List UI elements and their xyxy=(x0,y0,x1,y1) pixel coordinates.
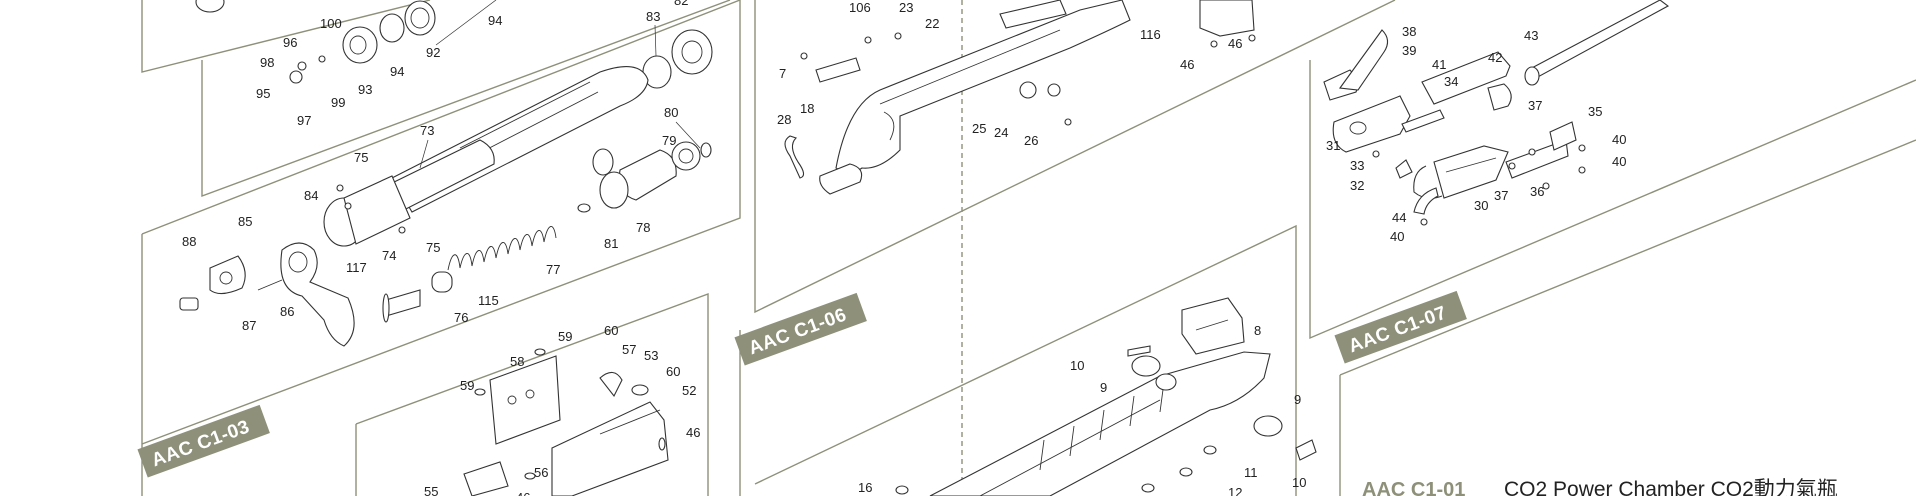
part-number-label: 75 xyxy=(426,240,440,255)
part-number-label: 76 xyxy=(454,310,468,325)
part-number-label: 37 xyxy=(1528,98,1542,113)
panel-borders xyxy=(141,0,1916,496)
part-number-label: 39 xyxy=(1402,43,1416,58)
part-number-label: 86 xyxy=(280,304,294,319)
part-number-label: 16 xyxy=(858,480,872,495)
part-number-label: 40 xyxy=(1390,229,1404,244)
part-number-label: 93 xyxy=(358,82,372,97)
part-number-label: 37 xyxy=(1494,188,1508,203)
footer-code: AAC C1-01 xyxy=(1362,479,1465,496)
part-number-label: 34 xyxy=(1444,74,1458,89)
part-number-label: 53 xyxy=(644,348,658,363)
parts-group-receiver: 106 23 22 7 28 18 25 24 26 116 46 46 xyxy=(777,0,1256,195)
part-number-label: 58 xyxy=(510,354,524,369)
part-number-label: 7 xyxy=(779,66,786,81)
part-number-label: 96 xyxy=(283,35,297,50)
parts-group-c1-07: 38 39 41 42 43 34 37 35 31 40 40 33 32 3… xyxy=(1323,0,1670,244)
section-tag-c1-03: AAC C1-03 xyxy=(137,404,270,478)
part-number-label: 40 xyxy=(1612,132,1626,147)
part-number-label: 52 xyxy=(682,383,696,398)
part-number-label: 83 xyxy=(646,9,660,24)
part-number-label: 31 xyxy=(1326,138,1340,153)
part-number-label: 79 xyxy=(662,133,676,148)
part-number-label: 38 xyxy=(1402,24,1416,39)
part-number-label: 46 xyxy=(1180,57,1194,72)
part-number-label: 94 xyxy=(488,13,502,28)
part-number-label: 12 xyxy=(1228,485,1242,496)
part-number-label: 33 xyxy=(1350,158,1364,173)
part-number-label: 84 xyxy=(304,188,318,203)
part-number-label: 10 xyxy=(1070,358,1084,373)
part-number-label: 26 xyxy=(1024,133,1038,148)
part-number-label: 60 xyxy=(666,364,680,379)
part-number-label: 60 xyxy=(604,323,618,338)
part-number-label: 80 xyxy=(664,105,678,120)
part-number-label: 46 xyxy=(1228,36,1242,51)
part-number-label: 85 xyxy=(238,214,252,229)
part-number-label: 30 xyxy=(1474,198,1488,213)
part-number-label: 24 xyxy=(994,125,1008,140)
part-number-label: 94 xyxy=(390,64,404,79)
part-number-label: 41 xyxy=(1432,57,1446,72)
part-number-label: 8 xyxy=(1254,323,1261,338)
parts-group-bolt: 73 80 79 75 84 85 88 117 74 75 77 81 78 … xyxy=(179,66,712,347)
part-number-label: 75 xyxy=(354,150,368,165)
part-number-label: 46 xyxy=(516,490,530,496)
section-tag-c1-07: AAC C1-07 xyxy=(1334,290,1467,364)
part-number-label: 18 xyxy=(800,101,814,116)
part-number-label: 78 xyxy=(636,220,650,235)
part-number-label: 59 xyxy=(460,378,474,393)
parts-group-trigger: 59 60 57 53 60 58 59 52 46 56 55 46 xyxy=(424,323,700,496)
part-number-label: 25 xyxy=(972,121,986,136)
part-number-label: 88 xyxy=(182,234,196,249)
part-number-label: 73 xyxy=(420,123,434,138)
part-number-label: 42 xyxy=(1488,50,1502,65)
part-number-label: 22 xyxy=(925,16,939,31)
part-number-label: 115 xyxy=(478,293,499,308)
part-number-label: 43 xyxy=(1524,28,1538,43)
part-number-label: 98 xyxy=(260,55,274,70)
part-number-label: 40 xyxy=(1612,154,1626,169)
part-number-label: 23 xyxy=(899,0,913,15)
part-number-label: 55 xyxy=(424,484,438,496)
part-number-label: 81 xyxy=(604,236,618,251)
parts-group-top-left: 94 92 100 96 98 95 97 99 93 94 83 82 xyxy=(195,0,713,128)
parts-group-stock: 8 10 9 9 10 11 12 16 xyxy=(858,297,1317,496)
part-number-label: 97 xyxy=(297,113,311,128)
part-number-label: 36 xyxy=(1530,184,1544,199)
part-number-label: 106 xyxy=(849,0,871,15)
part-number-label: 92 xyxy=(426,45,440,60)
part-number-label: 46 xyxy=(686,425,700,440)
footer-title: CO2 Power Chamber CO2動力氣瓶 xyxy=(1504,478,1838,496)
part-number-label: 56 xyxy=(534,465,548,480)
part-number-label: 59 xyxy=(558,329,572,344)
part-number-label: 77 xyxy=(546,262,560,277)
part-number-label: 44 xyxy=(1392,210,1406,225)
part-number-label: 57 xyxy=(622,342,636,357)
part-number-label: 9 xyxy=(1294,392,1301,407)
part-number-label: 11 xyxy=(1244,465,1258,480)
part-number-label: 35 xyxy=(1588,104,1602,119)
part-number-label: 74 xyxy=(382,248,396,263)
part-number-label: 99 xyxy=(331,95,345,110)
part-number-label: 100 xyxy=(320,16,342,31)
part-number-label: 95 xyxy=(256,86,270,101)
part-number-label: 10 xyxy=(1292,475,1306,490)
part-number-label: 116 xyxy=(1140,27,1161,42)
part-number-label: 82 xyxy=(674,0,688,8)
part-number-label: 9 xyxy=(1100,380,1107,395)
part-number-label: 87 xyxy=(242,318,256,333)
part-number-label: 32 xyxy=(1350,178,1364,193)
part-number-label: 28 xyxy=(777,112,791,127)
part-number-label: 117 xyxy=(346,260,367,275)
